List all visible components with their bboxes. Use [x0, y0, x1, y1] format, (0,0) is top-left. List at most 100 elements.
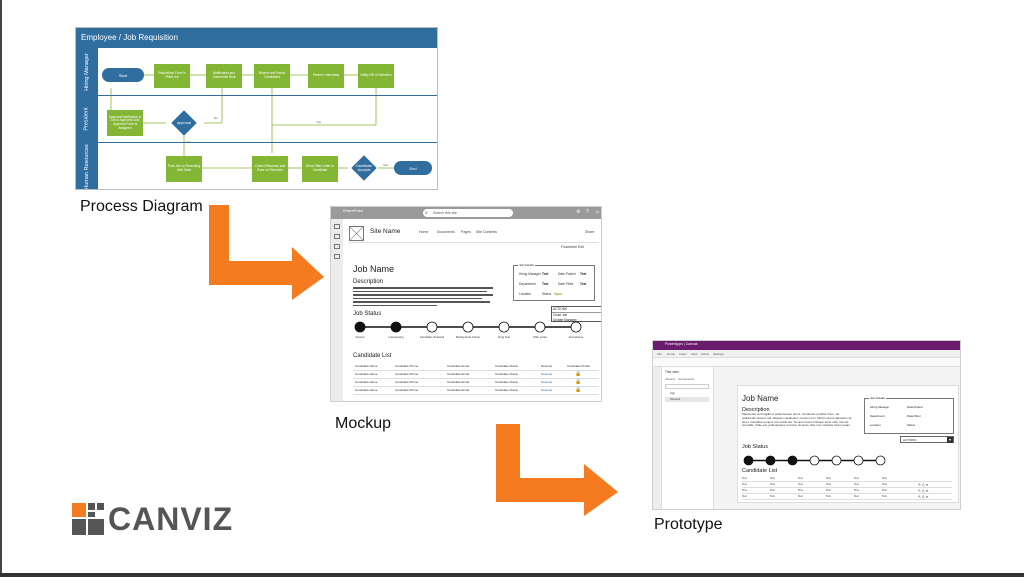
column-header: Candidate Phone — [395, 364, 419, 368]
process-step: Notify HR of Selection — [358, 64, 394, 88]
share-button[interactable]: Share — [585, 230, 595, 234]
flowdetail-button[interactable]: Flowdetail — [561, 245, 577, 249]
tree-view-title: Tree view — [665, 370, 679, 374]
lane-label: President — [76, 96, 98, 142]
tab-screens[interactable]: Screens — [665, 377, 676, 381]
menu-home[interactable]: Home — [667, 352, 676, 356]
lock-icon[interactable]: 🔒 — [575, 387, 582, 393]
site-name: Site Name — [370, 228, 401, 235]
lane-president: President — [76, 96, 437, 143]
end-node: End — [394, 161, 432, 175]
process-diagram: Employee / Job Requisition Hiring Manage… — [75, 27, 438, 190]
stepper-step — [462, 321, 474, 333]
description-placeholder-text — [353, 287, 493, 308]
orange-arrow-icon — [496, 424, 618, 516]
menu-file[interactable]: File — [657, 352, 662, 356]
tree-item-screen[interactable]: Screen1 — [665, 397, 709, 402]
stepper-step — [570, 321, 582, 333]
job-details-panel: Job Details Hiring Manager Text Date Pos… — [513, 263, 595, 301]
process-step: Requisition Form is Filled out — [154, 64, 190, 88]
stepper-step — [354, 321, 366, 333]
menu-view[interactable]: View — [691, 352, 698, 356]
nav-pages[interactable]: Pages — [461, 230, 471, 234]
mockup-top-bar: SharePoint ⌕ Search this site ⚙ ? ☺ — [331, 207, 601, 219]
actions-dropdown-selected[interactable]: ACTIONS — [552, 307, 601, 313]
column-header: Candidate Name — [355, 364, 378, 368]
detail-label: Location — [519, 292, 532, 296]
help-icon[interactable]: ? — [586, 209, 589, 215]
news-icon[interactable] — [334, 244, 340, 249]
stepper-step-label: Offer Letter — [533, 335, 547, 339]
stepper-step — [498, 321, 510, 333]
column-header: Resume — [541, 364, 553, 368]
page-icon[interactable] — [334, 254, 340, 259]
process-diagram-connectors — [110, 74, 394, 169]
resume-link[interactable]: Resume — [541, 372, 553, 376]
menu-action[interactable]: Action — [701, 352, 710, 356]
canviz-logo-text: CANVIZ — [108, 501, 234, 537]
detail-value: Text — [542, 272, 549, 276]
search-icon: ⌕ — [425, 210, 428, 216]
menu-item-close-job[interactable]: Close Job — [553, 313, 568, 317]
edit-button[interactable]: Edit — [577, 245, 584, 249]
nav-home[interactable]: Home — [419, 230, 429, 234]
stepper-step-label: Interviewing — [389, 335, 404, 339]
frame-left-border — [0, 0, 2, 577]
home-icon[interactable] — [334, 224, 340, 229]
prototype-side-rail — [653, 367, 662, 509]
mockup-search-input[interactable]: ⌕ Search this site — [423, 209, 513, 217]
resume-link[interactable]: Resume — [541, 388, 553, 392]
tree-search-input[interactable] — [665, 384, 709, 389]
process-step: Send Offer Letter to Candidate — [302, 156, 338, 182]
menu-settings[interactable]: Settings — [713, 352, 724, 356]
tab-components[interactable]: Components — [678, 377, 694, 381]
prototype: PowerApps | Canvas File Home Insert View… — [652, 340, 961, 510]
table-cell: Candidate Email — [447, 388, 470, 392]
stepper-step — [534, 321, 546, 333]
stepper-step — [390, 321, 402, 333]
gear-icon[interactable]: ⚙ — [576, 209, 581, 215]
menu-insert[interactable]: Insert — [679, 352, 687, 356]
lane-label: Human Resources — [76, 143, 98, 189]
tree-item-app[interactable]: App — [670, 391, 675, 395]
mockup-side-rail — [331, 219, 343, 401]
lane-hiring-manager: Hiring Manager — [76, 48, 437, 96]
nav-documents[interactable]: Documents — [437, 230, 455, 234]
lock-icon[interactable]: 🔒 — [575, 379, 582, 385]
table-row: Candidate Name Candidate Phone Candidate… — [353, 379, 599, 387]
mockup-toolbar: Flowdetail Edit — [561, 245, 584, 249]
table-cell: Candidate Phone — [395, 388, 419, 392]
detail-label: Hiring Manager — [519, 272, 541, 276]
table-cell: Candidate Name — [355, 380, 378, 384]
prototype-title-bar: PowerApps | Canvas — [653, 341, 960, 350]
column-header: Candidate Email — [447, 364, 470, 368]
table-cell: Candidate Status — [495, 388, 519, 392]
user-icon[interactable]: ☺ — [595, 209, 601, 215]
stepper-step-label: Background Check — [456, 335, 480, 339]
stepper-step-label: Candidate Selected — [420, 335, 445, 339]
process-step: Review and Select Candidates — [254, 64, 290, 88]
table-row: Candidate Name Candidate Phone Candidate… — [353, 387, 599, 395]
lock-icon[interactable]: 🔒 — [575, 371, 582, 377]
actions-dropdown[interactable]: ACTIONS Close Job Update Manager — [551, 306, 601, 322]
lane-label: Hiring Manager — [76, 48, 98, 95]
mockup-caption: Mockup — [335, 415, 392, 432]
process-step: Perform Interviews — [308, 64, 344, 88]
connector-label: Yes — [186, 140, 191, 144]
table-row: Candidate Name Candidate Phone Candidate… — [353, 371, 599, 379]
stepper-step — [426, 321, 438, 333]
menu-item-update-manager[interactable]: Update Manager — [553, 318, 577, 322]
job-name: Job Name — [353, 264, 395, 274]
lane-human-resources: Human Resources — [76, 143, 437, 189]
stepper-step-label: Acceptance — [569, 335, 584, 339]
candidate-table: Candidate Name Candidate Phone Candidate… — [353, 363, 599, 395]
column-header: Candidate Profile — [567, 364, 591, 368]
resume-link[interactable]: Resume — [541, 380, 553, 384]
globe-icon[interactable] — [334, 234, 340, 239]
nav-site-contents[interactable]: Site Contents — [476, 230, 498, 234]
table-cell: Candidate Phone — [395, 372, 419, 376]
connector-label: No — [214, 116, 218, 120]
table-cell: Candidate Name — [355, 388, 378, 392]
table-cell: Candidate Email — [447, 372, 470, 376]
